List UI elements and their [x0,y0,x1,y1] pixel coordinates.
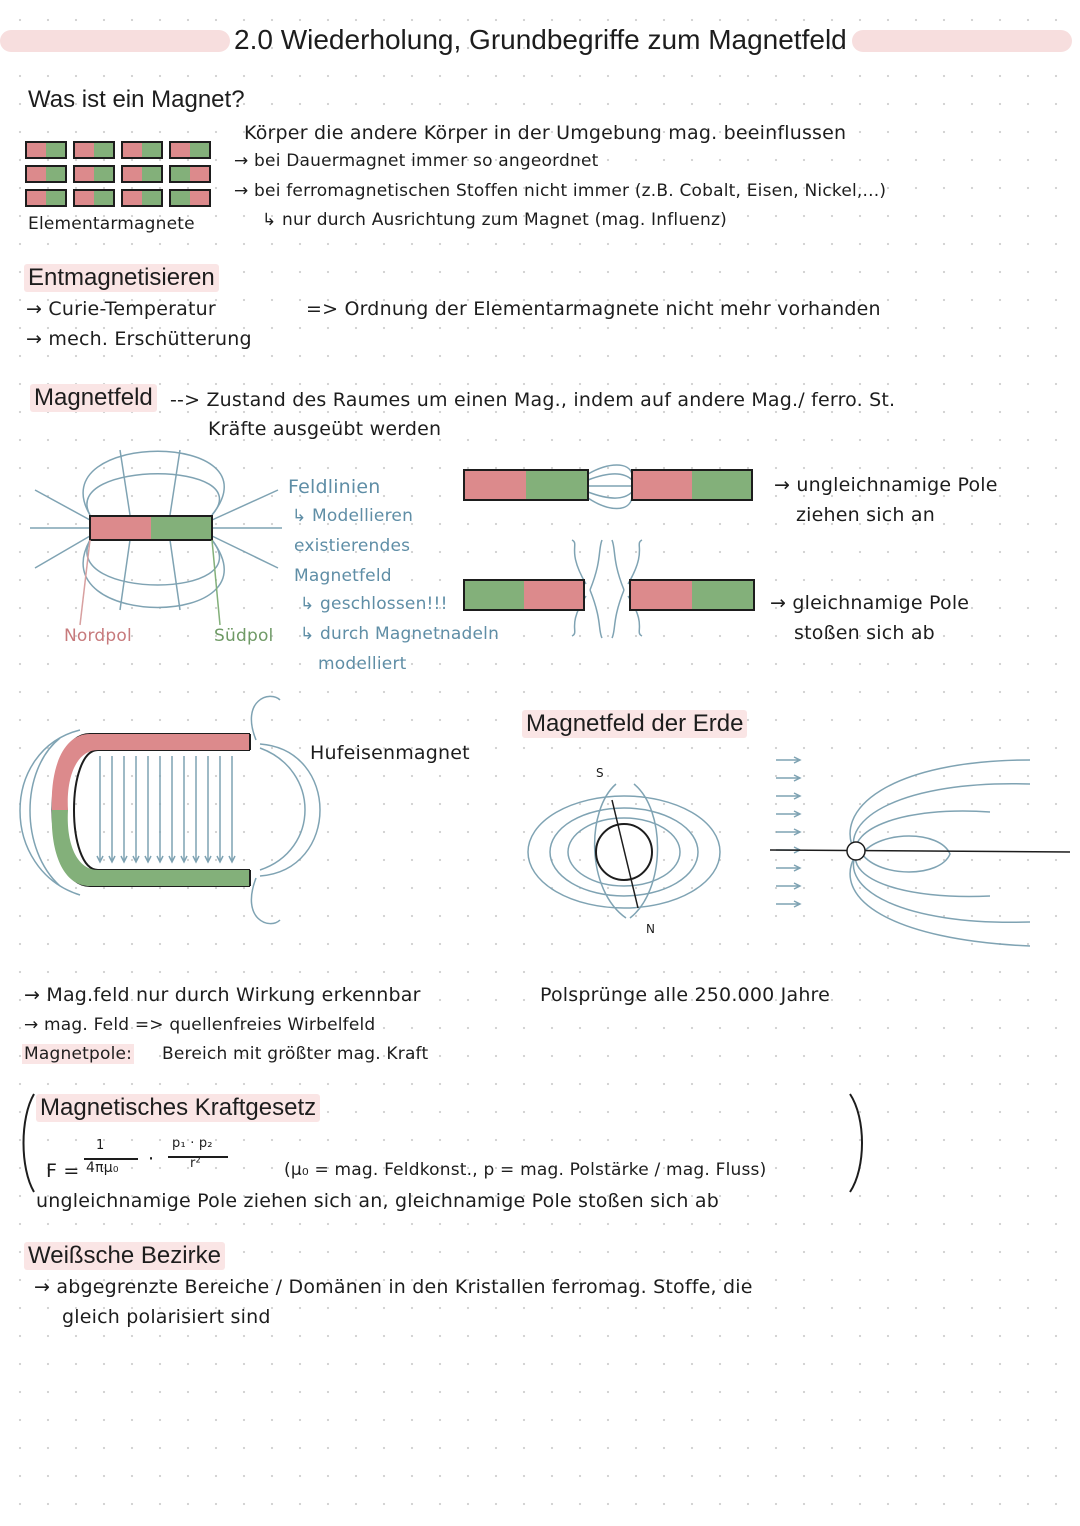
field-note-2: Magnetfeld [294,566,392,586]
feldlinien-label: Feldlinien [288,476,381,498]
unlike-poles-line1: → ungleichnamige Pole [774,474,998,496]
earth-heading: Magnetfeld der Erde [522,710,748,738]
formula-p-numerator: p₁ · p₂ [172,1136,213,1151]
demag-result: => Ordnung der Elementarmagnete nicht me… [306,298,881,320]
like-poles-diagram [463,539,755,639]
formula-f: F = [46,1160,80,1182]
field-note-4: ↳ durch Magnetnadeln [300,624,500,644]
magnet-heading: Was ist ein Magnet? [28,86,245,113]
horseshoe-label: Hufeisenmagnet [310,742,470,764]
formula-numerator: 1 [96,1138,105,1153]
like-poles-line1: → gleichnamige Pole [770,592,970,614]
force-law-heading: Magnetisches Kraftgesetz [36,1094,321,1122]
magnet-line2: → bei Dauermagnet immer so angeordnet [234,151,599,171]
demag-item-shock: → mech. Erschütterung [26,328,252,350]
horseshoe-magnet-diagram [19,695,321,925]
polar-reversal-note: Polsprünge alle 250.000 Jahre [540,984,831,1006]
title-highlight-left [0,30,230,52]
formula-legend: (μ₀ = mag. Feldkonst., p = mag. Polstärk… [284,1160,767,1180]
formula-fraction-bar [84,1158,138,1160]
field-heading: Magnetfeld [30,384,157,412]
formula-brackets [22,1093,863,1193]
fact-line2: → mag. Feld => quellenfreies Wirbelfeld [24,1015,376,1035]
suedpol-label: Südpol [214,626,274,646]
magnetpole-definition: Bereich mit größter mag. Kraft [162,1044,429,1064]
nordpol-label: Nordpol [64,626,132,646]
bar-magnet-field-diagram [30,449,282,626]
earth-field-diagram [527,783,721,919]
field-definition-1: --> Zustand des Raumes um einen Mag., in… [170,389,896,411]
title-highlight-right [852,30,1072,52]
earth-s-label: S [596,766,604,780]
demag-item-curie: → Curie-Temperatur [26,298,216,320]
page-title: 2.0 Wiederholung, Grundbegriffe zum Magn… [234,24,847,55]
magnet-line4: ↳ nur durch Ausrichtung zum Magnet (mag.… [262,210,727,230]
magnetpole-term: Magnetpole: [22,1044,135,1064]
weiss-heading: Weißsche Bezirke [24,1242,225,1270]
earth-n-label: N [646,922,656,936]
field-note-0: ↳ Modellieren [292,506,414,526]
fact-line1: → Mag.feld nur durch Wirkung erkennbar [24,984,421,1006]
magnet-line3: → bei ferromagnetischen Stoffen nicht im… [234,181,887,201]
demag-heading: Entmagnetisieren [24,264,219,292]
weiss-line2: gleich polarisiert sind [62,1306,271,1328]
unlike-poles-line2: ziehen sich an [796,504,935,526]
force-law-rule: ungleichnamige Pole ziehen sich an, glei… [36,1190,719,1212]
formula-p-fraction-bar [168,1156,228,1158]
weiss-line1: → abgegrenzte Bereiche / Domänen in den … [34,1276,753,1298]
like-poles-line2: stoßen sich ab [794,622,935,644]
earth-field-sideview-diagram [769,756,1071,947]
formula-denominator: 4πμ₀ [86,1160,119,1176]
field-note-5: modelliert [318,654,407,674]
field-note-3: ↳ geschlossen!!! [300,594,448,614]
elementary-magnets-label: Elementarmagnete [28,214,195,234]
magnet-line1: Körper die andere Körper in der Umgebung… [244,122,847,144]
elementary-magnets-diagram [25,141,211,207]
field-note-1: existierendes [294,536,411,556]
unlike-poles-diagram [463,464,753,510]
formula-dot: · [148,1148,155,1170]
field-definition-2: Kräfte ausgeübt werden [208,418,442,440]
formula-p-denominator: r² [190,1156,201,1171]
